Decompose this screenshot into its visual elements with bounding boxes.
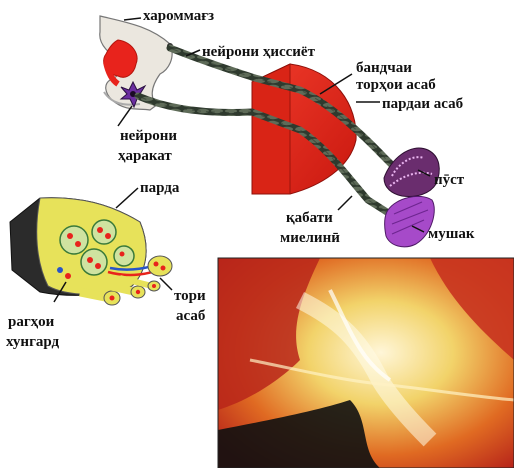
label-blood-vessels-line1: рагҳои: [8, 314, 55, 330]
label-nerve-fibers-line2: асаб: [176, 308, 205, 324]
label-bundle-line2: торҳои асаб: [356, 77, 436, 93]
nerve-micrograph-photo: [218, 258, 514, 468]
label-blood-vessels-line2: хунгард: [6, 334, 60, 350]
label-nerve-fibers-line1: тори: [174, 288, 206, 304]
nerve-cross-section: [10, 198, 172, 305]
label-bundle-line1: бандчаи: [356, 60, 412, 76]
label-nerve-sheath: пардаи асаб: [382, 96, 463, 112]
label-skin: пӯст: [434, 172, 465, 188]
muscle-fiber: [385, 196, 435, 246]
label-motor-neuron-line1: нейрони: [120, 128, 177, 144]
label-motor-neuron-line2: ҳаракат: [118, 148, 172, 164]
skin-receptor: [384, 148, 439, 196]
label-myelin-line1: қабати: [286, 210, 333, 226]
label-membrane: парда: [140, 180, 180, 196]
label-sensory-neuron: нейрони ҳиссиёт: [202, 44, 316, 60]
label-myelin-line2: миелинӣ: [280, 230, 340, 246]
label-muscle: мушак: [428, 226, 475, 242]
label-spinal-cord: хароммағз: [143, 8, 214, 24]
